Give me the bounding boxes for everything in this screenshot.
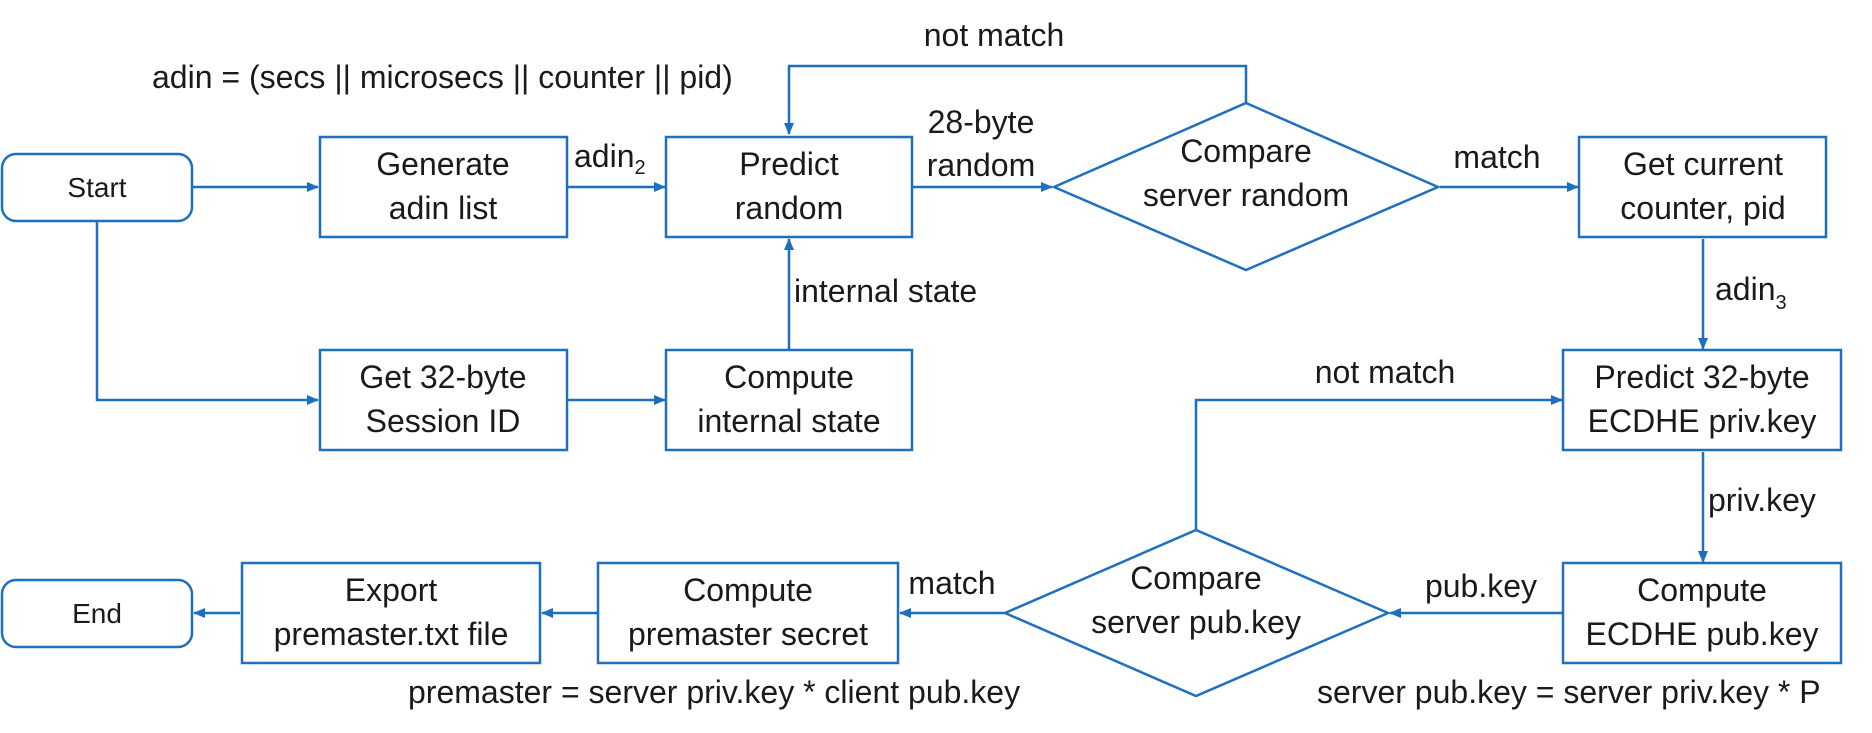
get-session-line1: Get 32-byte	[359, 359, 526, 395]
note-premaster-formula: premaster = server priv.key * client pub…	[408, 674, 1020, 710]
compute-pubkey-line1: Compute	[1637, 572, 1767, 608]
edge-label-28-byte: 28-byte	[928, 104, 1035, 140]
compare-random-line2: server random	[1143, 177, 1349, 213]
note-adin-formula: adin = (secs || microsecs || counter || …	[152, 59, 733, 95]
node-get-session-id: Get 32-byte Session ID	[318, 348, 569, 452]
node-compute-internal-state: Compute internal state	[664, 348, 914, 452]
node-compute-pubkey: Compute ECDHE pub.key	[1561, 561, 1843, 665]
predict-privkey-line2: ECDHE priv.key	[1588, 403, 1817, 439]
compute-state-line1: Compute	[724, 359, 854, 395]
edge-label-priv-key: priv.key	[1708, 482, 1816, 518]
generate-adin-line2: adin list	[389, 190, 498, 226]
node-predict-privkey: Predict 32-byte ECDHE priv.key	[1561, 348, 1843, 452]
node-predict-random: Predict random	[664, 135, 914, 239]
node-generate-adin-list: Generate adin list	[318, 135, 569, 239]
get-counter-line2: counter, pid	[1620, 190, 1785, 226]
decision-compare-server-pubkey: Compare server pub.key	[1001, 528, 1392, 698]
edge-label-adin2: adin2	[574, 138, 646, 179]
export-line1: Export	[345, 572, 438, 608]
node-start: Start	[0, 152, 194, 223]
generate-adin-line1: Generate	[376, 146, 509, 182]
node-end: End	[0, 578, 194, 649]
edge-label-random: random	[927, 147, 1036, 183]
start-label: Start	[67, 172, 126, 203]
edge-label-match-bottom: match	[908, 565, 995, 601]
edge-label-pub-key: pub.key	[1425, 568, 1537, 604]
predict-random-line2: random	[735, 190, 844, 226]
edge-compare-random-not-match-loop	[784, 64, 1248, 135]
predict-privkey-line1: Predict 32-byte	[1594, 359, 1809, 395]
edge-label-adin3: adin3	[1715, 271, 1787, 314]
decision-compare-server-random: Compare server random	[1050, 101, 1442, 272]
edge-label-not-match-top: not match	[924, 17, 1065, 53]
compute-premaster-line1: Compute	[683, 572, 813, 608]
edge-label-not-match-bottom: not match	[1315, 354, 1456, 390]
get-session-line2: Session ID	[366, 403, 521, 439]
node-export-premaster: Export premaster.txt file	[240, 561, 542, 665]
node-compute-premaster: Compute premaster secret	[596, 561, 900, 665]
node-get-current-counter: Get current counter, pid	[1577, 135, 1828, 239]
edge-compare-pubkey-not-match-loop	[1194, 395, 1563, 530]
note-server-pubkey-formula: server pub.key = server priv.key * P	[1317, 674, 1821, 710]
edges	[95, 64, 1708, 618]
edge-start-to-session	[95, 221, 319, 405]
compute-premaster-line2: premaster secret	[628, 616, 868, 652]
compute-state-line2: internal state	[697, 403, 880, 439]
compare-pubkey-line1: Compare	[1130, 560, 1262, 596]
compare-pubkey-line2: server pub.key	[1091, 604, 1301, 640]
predict-random-line1: Predict	[739, 146, 839, 182]
edge-label-match-top: match	[1453, 139, 1540, 175]
compare-random-line1: Compare	[1180, 133, 1312, 169]
get-counter-line1: Get current	[1623, 146, 1783, 182]
edge-label-internal-state: internal state	[794, 273, 977, 309]
end-label: End	[72, 598, 122, 629]
compute-pubkey-line2: ECDHE pub.key	[1586, 616, 1819, 652]
export-line2: premaster.txt file	[274, 616, 509, 652]
